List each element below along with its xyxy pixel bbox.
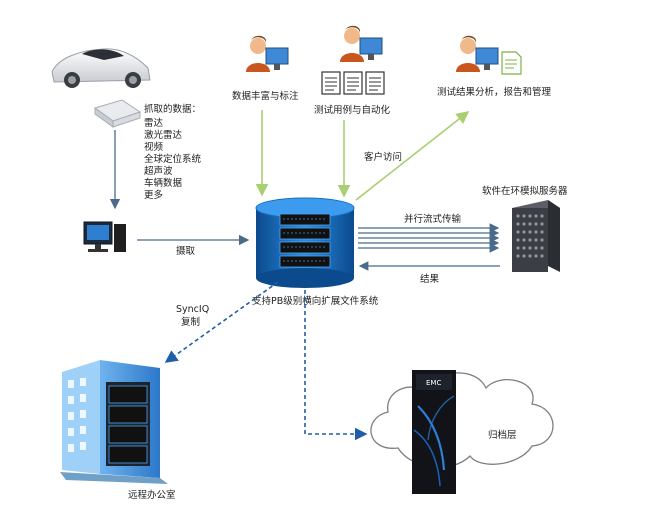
- arrow-synciq-replication: [164, 281, 279, 363]
- list-item: 车辆数据: [144, 177, 183, 189]
- archive-rack-icon: EMC: [412, 370, 456, 494]
- remote-office-label: 远程办公室: [128, 489, 176, 501]
- client-access-label: 客户访问: [364, 151, 402, 163]
- storage-system-label: 支持PB级别横向扩展文件系统: [252, 295, 379, 307]
- test-analysis-label: 测试结果分析，报告和管理: [437, 86, 552, 98]
- list-item: 视频: [144, 141, 164, 153]
- list-item: 全球定位系统: [144, 153, 202, 165]
- list-item: 雷达: [144, 117, 164, 129]
- desktop-computer-icon: [83, 221, 126, 252]
- arrow-client-access: [355, 111, 470, 201]
- person-at-computer-icon: [340, 25, 383, 62]
- simulation-server-label: 软件在环模拟服务器: [482, 185, 568, 197]
- results-label: 结果: [420, 273, 440, 285]
- document-icon: [343, 71, 363, 95]
- data-recorder-icon: [93, 99, 142, 128]
- report-document-icon: [501, 51, 522, 75]
- arrow-archive: [304, 290, 368, 441]
- capture-label: 摄取: [176, 245, 196, 257]
- storage-cluster-icon: [255, 197, 355, 288]
- parallel-transfer-label: 并行流式传输: [404, 213, 462, 225]
- list-item: 超声波: [144, 165, 173, 177]
- synciq-label: SyncIQ: [176, 304, 209, 315]
- document-icon: [321, 71, 341, 95]
- archive-label: 归档层: [488, 429, 517, 441]
- captured-data-title: 抓取的数据：: [144, 103, 201, 115]
- person-at-computer-icon: [246, 35, 289, 72]
- emc-badge: EMC: [426, 379, 441, 387]
- document-icon: [365, 71, 385, 95]
- data-labeling-label: 数据丰富与标注: [232, 90, 299, 102]
- replicate-label: 复制: [181, 316, 200, 328]
- office-building-icon: [60, 360, 168, 484]
- car-icon: [51, 48, 151, 88]
- tower-server-icon: [512, 200, 560, 272]
- cloud-icon: [370, 372, 554, 468]
- parallel-stream-arrows: [358, 223, 500, 253]
- list-item: 更多: [144, 189, 163, 201]
- test-cases-label: 测试用例与自动化: [314, 104, 391, 116]
- list-item: 激光雷达: [144, 129, 183, 141]
- captured-data-list: 雷达 激光雷达 视频 全球定位系统 超声波 车辆数据 更多: [144, 117, 202, 201]
- person-at-computer-icon: [456, 35, 499, 72]
